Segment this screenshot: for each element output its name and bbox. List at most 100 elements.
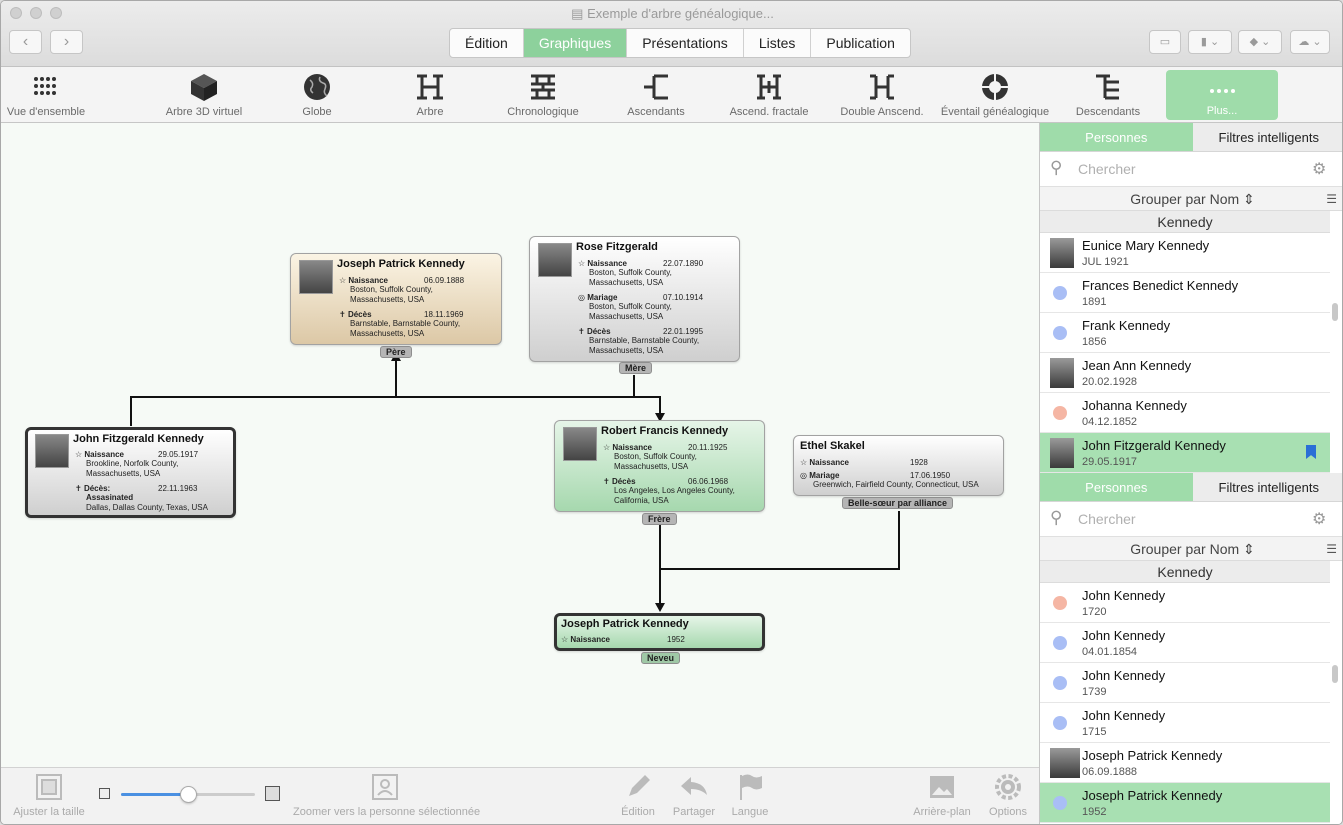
- tool-3d-tree[interactable]: Arbre 3D virtuel: [148, 71, 260, 118]
- gear-icon[interactable]: ⚙: [1312, 511, 1327, 528]
- tool-chronological[interactable]: Chronologique: [487, 71, 599, 118]
- tab-edition[interactable]: Édition: [450, 29, 524, 57]
- cross-icon: ✝: [578, 327, 587, 336]
- tool-overview[interactable]: Vue d'ensemble: [1, 71, 102, 118]
- bookmarks-button[interactable]: ▮ ⌄: [1188, 30, 1232, 54]
- relation-badge: Neveu: [641, 652, 681, 664]
- person-card-nephew[interactable]: Joseph Patrick Kennedy ☆ Naissance 1952 …: [554, 613, 765, 664]
- birth-event: ☆ Naissance 22.07.1890 Boston, Suffolk C…: [578, 259, 704, 287]
- back-button[interactable]: ‹: [9, 30, 42, 54]
- zoom-slider-knob[interactable]: [180, 786, 197, 803]
- chart-toolbar: Vue d'ensemble Arbre 3D virtuel Globe Ar…: [1, 67, 1342, 123]
- tab-smart-filters[interactable]: Filtres intelligents: [1192, 473, 1342, 501]
- pencil-icon: [618, 772, 658, 802]
- share-button[interactable]: Partager: [671, 772, 717, 818]
- tab-persons[interactable]: Personnes: [1040, 473, 1193, 501]
- gear-icon[interactable]: ⚙: [1312, 161, 1327, 178]
- tab-listes[interactable]: Listes: [744, 29, 812, 57]
- person-card-sister-in-law[interactable]: Ethel Skakel ☆ Naissance 1928 ◎ Mariage …: [793, 435, 1004, 509]
- person-card-mother[interactable]: Rose Fitzgerald ☆ Naissance 22.07.1890 B…: [529, 236, 740, 374]
- tool-more[interactable]: Plus...: [1166, 70, 1278, 120]
- options-button[interactable]: Options: [985, 772, 1031, 818]
- tool-ancestors[interactable]: Ascendants: [600, 71, 712, 118]
- scrollbar-thumb-2[interactable]: [1332, 665, 1338, 683]
- descendants-icon: [1052, 71, 1164, 103]
- chevron-right-icon: ›: [63, 33, 70, 50]
- search-bar-1: ⚲ Chercher ⚙: [1040, 152, 1342, 187]
- tool-double-ancestors[interactable]: Double Anscend.: [826, 71, 938, 118]
- sidebar-icon: ▭: [1159, 36, 1171, 48]
- tab-smart-filters[interactable]: Filtres intelligents: [1192, 123, 1342, 151]
- tab-presentations[interactable]: Présentations: [627, 29, 744, 57]
- double-ancestors-icon: [826, 71, 938, 103]
- relation-badge: Père: [380, 346, 412, 358]
- cloud-button[interactable]: ☁ ⌄: [1290, 30, 1330, 54]
- sidebar-toggle-button[interactable]: ▭: [1149, 30, 1181, 54]
- tab-persons[interactable]: Personnes: [1040, 123, 1193, 151]
- labels-button[interactable]: ◆ ⌄: [1238, 30, 1282, 54]
- tool-fan-chart[interactable]: Éventail généalogique: [939, 71, 1051, 118]
- tool-globe[interactable]: Globe: [261, 71, 373, 118]
- tab-graphiques[interactable]: Graphiques: [523, 29, 628, 57]
- forward-button[interactable]: ›: [50, 30, 83, 54]
- fit-icon: [11, 772, 87, 802]
- person-card-brother[interactable]: Robert Francis Kennedy ☆ Naissance 20.11…: [554, 420, 765, 525]
- avatar: [563, 427, 597, 461]
- zoom-to-person-button[interactable]: Zoomer vers la personne sélectionnée: [293, 772, 480, 818]
- sidebar-tabs-2: Personnes Filtres intelligents: [1040, 473, 1342, 502]
- rings-icon: ◎: [800, 471, 810, 480]
- group-by-selector[interactable]: Grouper par Nom ⇕ ☰: [1040, 187, 1342, 211]
- flag-icon: [730, 772, 770, 802]
- grid-icon: [1, 71, 102, 103]
- section-header: Kennedy: [1040, 211, 1330, 233]
- scrollbar-thumb-1[interactable]: [1332, 303, 1338, 321]
- search-icon: ⚲: [1050, 158, 1063, 177]
- cross-icon: ✝: [603, 477, 612, 486]
- edit-button[interactable]: Édition: [618, 772, 658, 818]
- tab-publication[interactable]: Publication: [826, 35, 895, 51]
- star-icon: ☆: [800, 458, 810, 467]
- zoom-out-icon: [99, 788, 110, 799]
- zoom-slider-fill: [121, 793, 188, 796]
- zoom-slider[interactable]: [121, 786, 255, 803]
- zoom-window-button[interactable]: [50, 7, 62, 19]
- sort-icon[interactable]: ☰: [1326, 542, 1337, 556]
- tool-fractal[interactable]: Ascend. fractale: [713, 71, 825, 118]
- person-card-father[interactable]: Joseph Patrick Kennedy ☆ Naissance 06.09…: [290, 253, 502, 358]
- search-input[interactable]: Chercher: [1078, 511, 1136, 527]
- marriage-event: ◎ Mariage 07.10.1914 Boston, Suffolk Cou…: [578, 293, 704, 321]
- close-window-button[interactable]: [10, 7, 22, 19]
- fan-chart-icon: [939, 71, 1051, 103]
- search-input[interactable]: Chercher: [1078, 161, 1136, 177]
- marriage-event: ◎ Mariage 17.06.1950 Greenwich, Fairfiel…: [800, 471, 979, 489]
- background-button[interactable]: Arrière-plan: [909, 772, 975, 818]
- tool-descendants[interactable]: Descendants: [1052, 71, 1164, 118]
- chart-canvas[interactable]: Joseph Patrick Kennedy ☆ Naissance 06.09…: [1, 123, 1039, 767]
- tool-tree[interactable]: Arbre: [374, 71, 486, 118]
- title-bar: ▤ Exemple d'arbre généalogique... ‹ › Éd…: [1, 1, 1342, 67]
- person-card-focus[interactable]: John Fitzgerald Kennedy ☆ Naissance 29.0…: [25, 427, 236, 518]
- sort-icon[interactable]: ☰: [1326, 192, 1337, 206]
- birth-event: ☆ Naissance 06.09.1888 Boston, Suffolk C…: [339, 276, 465, 304]
- language-button[interactable]: Langue: [730, 772, 770, 818]
- fit-size-button[interactable]: Ajuster la taille: [11, 772, 87, 818]
- avatar-placeholder: [1053, 676, 1067, 690]
- group-by-selector[interactable]: Grouper par Nom ⇕ ☰: [1040, 537, 1342, 561]
- bookmark-icon[interactable]: [1306, 445, 1316, 459]
- minimize-window-button[interactable]: [30, 7, 42, 19]
- birth-event: ☆ Naissance 1928: [800, 458, 928, 467]
